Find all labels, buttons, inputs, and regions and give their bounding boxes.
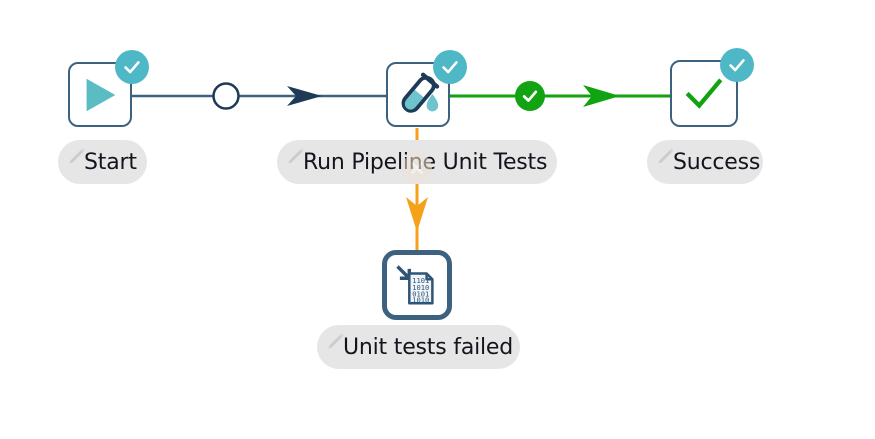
node-label-unit-tests-failed[interactable]: Unit tests failed — [317, 325, 520, 369]
check-icon — [522, 90, 538, 102]
svg-text:1101: 1101 — [412, 276, 429, 285]
node-label-text: Success — [673, 149, 761, 175]
edge-badge-success-check[interactable] — [515, 81, 545, 111]
circle-junction-icon[interactable] — [212, 82, 240, 110]
arrowhead-dark-icon — [287, 86, 322, 106]
check-icon — [729, 59, 745, 72]
node-label-start[interactable]: Start — [58, 140, 147, 184]
node-label-success[interactable]: Success — [647, 140, 763, 184]
svg-text:0101: 0101 — [412, 290, 429, 299]
check-icon — [442, 61, 458, 74]
binary-document-icon: 1101 1010 0101 1010 — [396, 265, 434, 305]
pencil-edit-icon — [288, 148, 304, 164]
pencil-edit-icon — [69, 148, 85, 164]
play-icon — [86, 78, 116, 111]
node-label-run-pipeline-unit-tests[interactable]: Run Pipeline Unit Tests — [277, 140, 557, 184]
node-unit-tests-failed[interactable]: 1101 1010 0101 1010 — [382, 250, 452, 320]
pencil-edit-icon — [658, 148, 674, 164]
test-tube-icon — [401, 72, 440, 113]
checkmark-icon — [685, 78, 723, 109]
arrowhead-orange-icon — [406, 197, 428, 232]
node-label-text: Unit tests failed — [343, 334, 514, 360]
status-badge-success[interactable] — [720, 48, 754, 82]
status-badge-run-pipeline-unit-tests[interactable] — [433, 50, 467, 84]
arrowhead-green-icon — [583, 85, 620, 107]
node-start[interactable] — [68, 62, 132, 127]
node-label-text: Start — [84, 149, 137, 175]
pencil-edit-icon — [328, 333, 344, 349]
svg-text:1010: 1010 — [412, 283, 429, 292]
check-icon — [124, 61, 140, 74]
status-badge-start[interactable] — [115, 50, 149, 84]
close-x-icon — [411, 162, 423, 174]
svg-text:1010: 1010 — [412, 295, 429, 304]
edge-badge-failure-x[interactable] — [402, 153, 432, 183]
